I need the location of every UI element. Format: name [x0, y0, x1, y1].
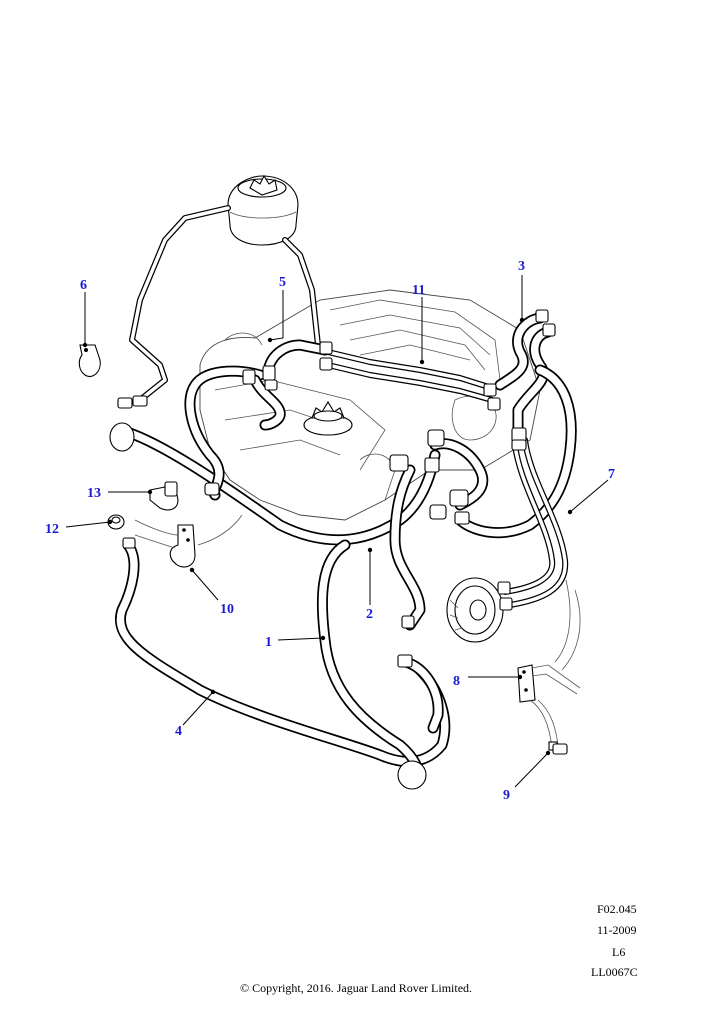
crankshaft-pulley: [446, 577, 504, 643]
callout-10: 10: [220, 602, 234, 617]
callout-2: 2: [366, 607, 373, 622]
hose-lower-connector: [400, 656, 444, 734]
part-13-clip: [149, 481, 179, 511]
diagram-reference: F02.045: [597, 902, 637, 916]
callout-labels: 1 2 3 4 5 6 7 8 9 10 11 12 13: [45, 259, 615, 803]
expansion-pipe: [129, 205, 321, 403]
hose-4: [114, 539, 451, 768]
diagram-date: 11-2009: [597, 923, 637, 937]
callout-5: 5: [279, 275, 286, 290]
part-8-bracket: [517, 664, 581, 749]
callout-9: 9: [503, 788, 510, 803]
hose-1: [114, 424, 441, 784]
oil-filler-cap: [303, 400, 353, 436]
hose-clamps: [109, 309, 556, 790]
callout-6: 6: [80, 278, 87, 293]
callout-13: 13: [87, 486, 101, 501]
part-12-nut: [107, 514, 125, 530]
hose-7: [454, 364, 581, 671]
hose-11: [325, 349, 495, 403]
callout-7: 7: [608, 467, 615, 482]
callout-11: 11: [412, 283, 425, 298]
expansion-tank: [227, 174, 299, 246]
callout-4: 4: [175, 724, 182, 739]
callout-1: 1: [265, 635, 272, 650]
copyright-notice: © Copyright, 2016. Jaguar Land Rover Lim…: [239, 981, 473, 995]
part-9-bolt: [548, 741, 568, 755]
leader-lines: [65, 275, 609, 788]
callout-3: 3: [518, 259, 525, 274]
callout-8: 8: [453, 674, 460, 689]
diagram-model: L6: [612, 945, 626, 959]
callout-12: 12: [45, 522, 59, 537]
part-10-bracket: [134, 514, 243, 568]
hose-2: [389, 438, 488, 631]
part-6-clip: [78, 344, 101, 378]
diagram-code: LL0067C: [591, 965, 638, 979]
hose-upper-left: [184, 365, 286, 501]
